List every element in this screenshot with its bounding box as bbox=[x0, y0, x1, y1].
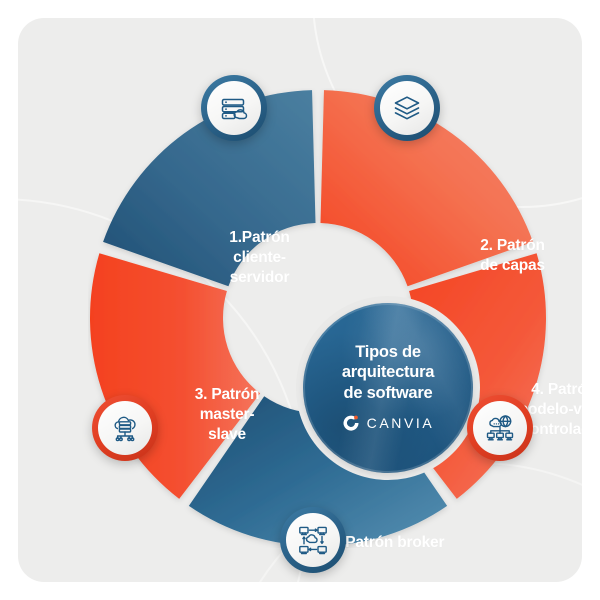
badge-face bbox=[207, 81, 261, 135]
icon-badge-cloud-server-network[interactable] bbox=[92, 395, 158, 461]
page-title: Tipos de arquitectura de software bbox=[341, 343, 435, 402]
icon-badge-broker-nodes[interactable] bbox=[280, 507, 346, 573]
center-hub: Tipos de arquitectura de software CANVIA bbox=[296, 296, 480, 480]
layers-stack-icon bbox=[394, 96, 420, 120]
canvia-c-mark-icon bbox=[343, 415, 359, 431]
cloud-globe-network-icon bbox=[486, 415, 514, 441]
badge-face bbox=[380, 81, 434, 135]
broker-nodes-cloud-icon bbox=[299, 526, 327, 555]
donut-chart: 1.Patrón cliente- servidor 2. Patrón de … bbox=[88, 88, 582, 551]
badge-face bbox=[98, 401, 152, 455]
badge-face bbox=[286, 513, 340, 567]
cloud-server-network-icon bbox=[114, 416, 136, 442]
icon-badge-server-cloud[interactable] bbox=[201, 75, 267, 141]
badge-face bbox=[473, 401, 527, 455]
icon-badge-layers[interactable] bbox=[374, 75, 440, 141]
donut-segment-cliente-servidor[interactable] bbox=[320, 90, 533, 287]
center-hub-disc: Tipos de arquitectura de software CANVIA bbox=[303, 303, 473, 473]
donut-chart-svg bbox=[89, 90, 546, 546]
server-cloud-icon bbox=[221, 98, 248, 120]
icon-badge-cloud-globe-network[interactable] bbox=[467, 395, 533, 461]
donut-segment-master-slave[interactable] bbox=[103, 90, 316, 287]
canvia-logo-text: CANVIA bbox=[366, 414, 435, 431]
infographic-card: 1.Patrón cliente- servidor 2. Patrón de … bbox=[18, 18, 582, 582]
canvia-logo: CANVIA bbox=[342, 414, 435, 432]
